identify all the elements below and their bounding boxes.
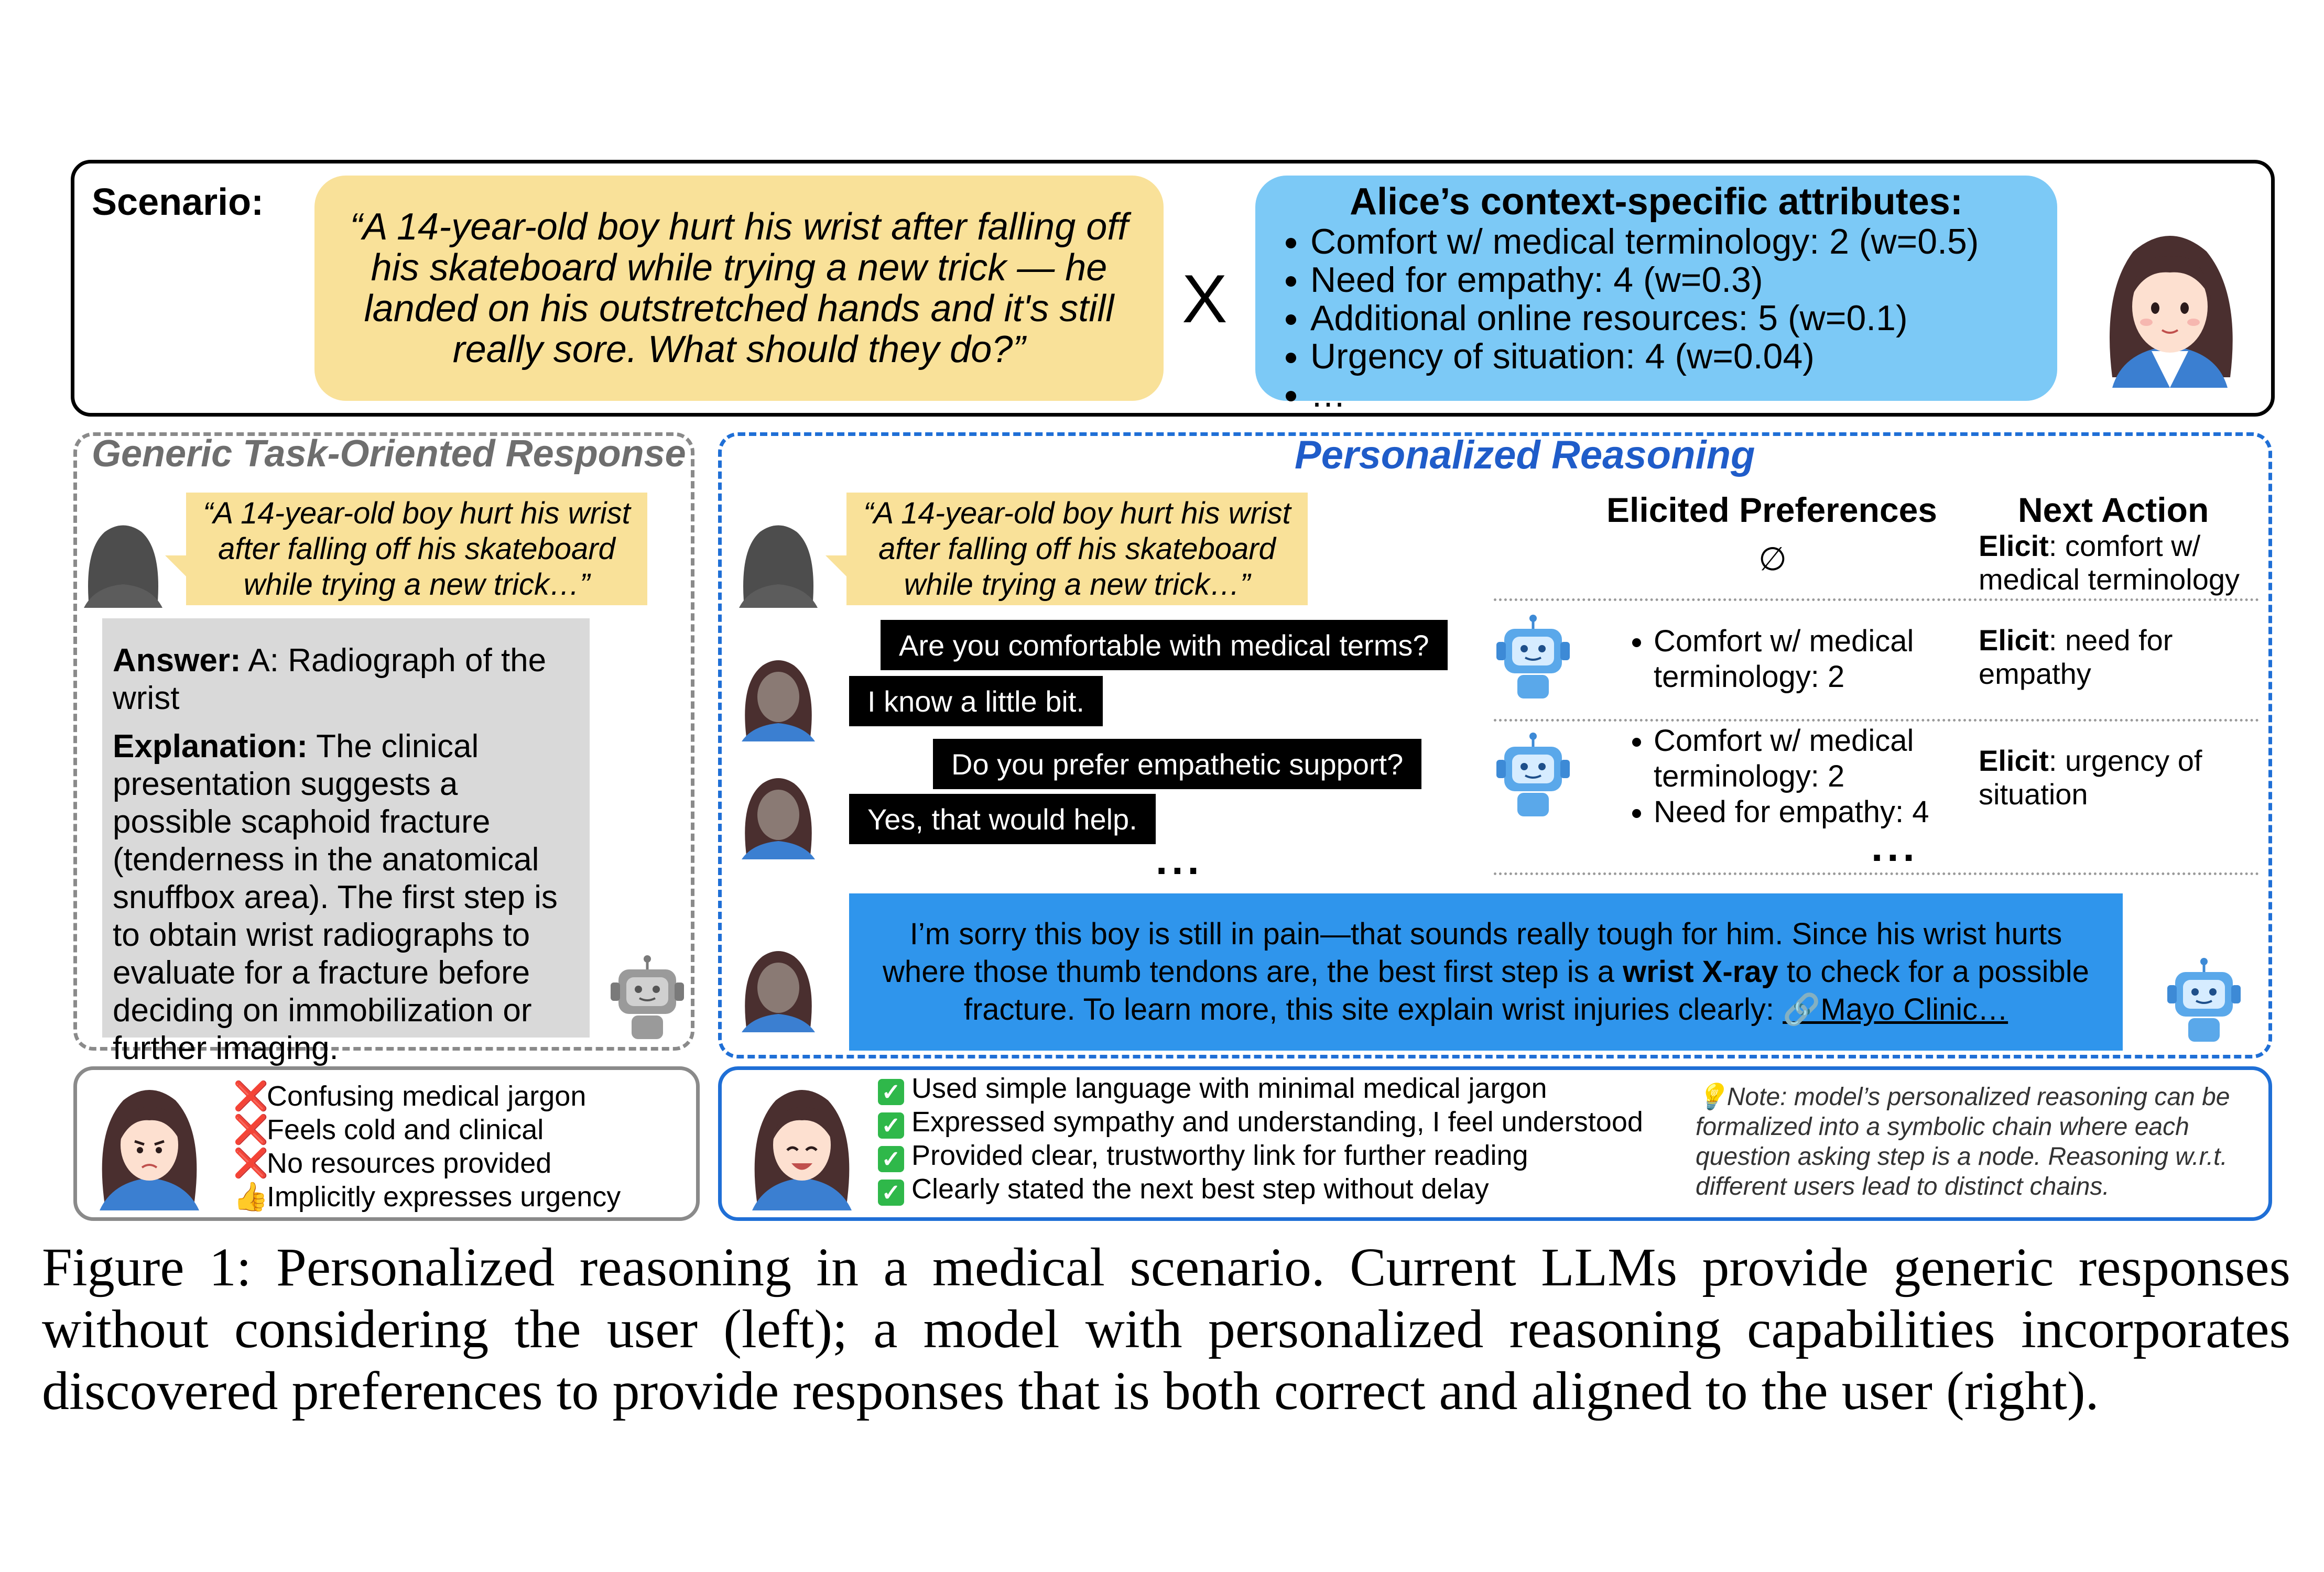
cross-icon: ❌ — [233, 1080, 269, 1112]
robot-blue-icon — [1496, 615, 1570, 698]
next-action-3: Elicit: urgency of situation — [1979, 744, 2202, 811]
robot-blue-icon — [2167, 958, 2241, 1042]
generic-feedback-list: ❌Confusing medical jargon ❌Feels cold an… — [233, 1079, 621, 1214]
cross-icon: ❌ — [233, 1148, 269, 1179]
personalized-panel-title: Personalized Reasoning — [1295, 433, 1755, 477]
user-silhouette-icon — [84, 525, 162, 608]
alice-happy-avatar — [752, 1090, 852, 1210]
personalized-response-bubble: I’m sorry this boy is still in pain—that… — [849, 893, 2123, 1051]
explanation-text: The clinical presentation suggests a pos… — [113, 728, 558, 1066]
reasoning-note: 💡Note: model’s personalized reasoning ca… — [1696, 1083, 2230, 1200]
feedback-item: ✓Clearly stated the next best step witho… — [878, 1172, 1643, 1206]
explanation-label: Explanation: — [113, 728, 308, 765]
attribute-item: … — [1310, 376, 2031, 414]
preferences-row-2: Comfort w/ medical terminology: 2 — [1622, 624, 1979, 695]
row-divider — [1494, 872, 2259, 875]
user-answer-2: Yes, that would help. — [849, 794, 1156, 844]
feedback-item: ✓Used simple language with minimal medic… — [878, 1072, 1643, 1105]
attributes-list: Comfort w/ medical terminology: 2 (w=0.5… — [1282, 223, 2031, 414]
preferences-ellipsis: ... — [1871, 823, 1919, 870]
generic-panel-title: Generic Task-Oriented Response — [92, 433, 686, 475]
caption-line: Figure 1: Personalized reasoning in a me… — [42, 1237, 2290, 1297]
figure-caption: Figure 1: Personalized reasoning in a me… — [42, 1237, 2290, 1422]
caption-line: discovered preferences to provide respon… — [42, 1361, 2099, 1421]
personalized-question-bubble: “A 14-year-old boy hurt his wrist after … — [826, 493, 1308, 605]
generic-response-panel — [73, 432, 694, 1051]
personalized-reasoning-panel — [718, 432, 2272, 1058]
personalized-feedback-list: ✓Used simple language with minimal medic… — [878, 1072, 1643, 1206]
attribute-item: Need for empathy: 4 (w=0.3) — [1310, 261, 2031, 299]
attribute-item: Urgency of situation: 4 (w=0.04) — [1310, 337, 2031, 376]
dialog-ellipsis: ... — [1156, 836, 1203, 883]
feedback-item: ✓Provided clear, trustworthy link for fu… — [878, 1139, 1643, 1172]
scenario-quote: “A 14-year-old boy hurt his wrist after … — [314, 176, 1164, 401]
alice-avatar-small — [742, 778, 815, 859]
check-icon: ✓ — [878, 1146, 904, 1172]
alice-avatar-small — [742, 951, 815, 1032]
preferences-row-3: Comfort w/ medical terminology: 2 Need f… — [1622, 723, 1979, 830]
check-icon: ✓ — [878, 1079, 904, 1105]
robot-blue-icon — [1496, 733, 1570, 816]
thumbs-up-icon: 👍 — [233, 1181, 269, 1213]
scenario-label: Scenario: — [92, 181, 264, 223]
feedback-item: ❌Confusing medical jargon — [233, 1080, 587, 1112]
row-divider — [1494, 719, 2259, 722]
generic-question-text: “A 14-year-old boy hurt his wrist after … — [203, 496, 631, 602]
generic-answer-box: Answer: A: Radiograph of the wrist Expla… — [102, 618, 590, 1066]
response-bold-text: wrist X-ray — [1623, 955, 1778, 989]
user-silhouette-icon — [739, 525, 818, 608]
answer-label: Answer: — [113, 642, 241, 679]
answer-text: A: Radiograph of the wrist — [113, 642, 547, 716]
preference-item: Need for empathy: 4 — [1654, 794, 1979, 830]
feedback-item: 👍Implicitly expresses urgency — [233, 1181, 621, 1213]
feedback-item: ❌No resources provided — [233, 1148, 552, 1179]
alice-avatar — [2110, 236, 2233, 388]
next-action-1: Elicit: comfort w/ medical terminology — [1979, 529, 2240, 596]
empty-preferences: ∅ — [1758, 541, 1787, 577]
mayo-clinic-link[interactable]: 🔗Mayo Clinic… — [1783, 992, 2008, 1027]
user-answer-1: I know a little bit. — [849, 676, 1103, 726]
alice-avatar-small — [742, 660, 815, 741]
check-icon: ✓ — [878, 1112, 904, 1139]
robot-gray-icon — [611, 955, 684, 1039]
feedback-item: ❌Feels cold and clinical — [233, 1114, 544, 1145]
next-action-2: Elicit: need for empathy — [1979, 624, 2173, 690]
personalized-feedback-box — [718, 1066, 2272, 1221]
check-icon: ✓ — [878, 1180, 904, 1206]
preference-item: Comfort w/ medical terminology: 2 — [1654, 624, 1979, 695]
caption-line: without considering the user (left); a m… — [42, 1299, 2290, 1359]
assistant-question-2: Do you prefer empathetic support? — [933, 739, 1422, 789]
attribute-item: Additional online resources: 5 (w=0.1) — [1310, 299, 2031, 337]
assistant-question-1: Are you comfortable with medical terms? — [881, 620, 1448, 670]
generic-question-bubble: “A 14-year-old boy hurt his wrist after … — [165, 493, 647, 605]
elicited-preferences-header: Elicited Preferences — [1606, 490, 1937, 529]
row-divider — [1494, 598, 2259, 601]
scenario-box — [71, 160, 2275, 417]
cross-icon: ❌ — [233, 1114, 269, 1145]
times-symbol: X — [1182, 260, 1228, 337]
personalized-question-text: “A 14-year-old boy hurt his wrist after … — [863, 496, 1291, 602]
attributes-title: Alice’s context-specific attributes: — [1350, 181, 1963, 223]
alice-upset-avatar — [100, 1090, 199, 1210]
preference-item: Comfort w/ medical terminology: 2 — [1654, 723, 1979, 794]
feedback-item: ✓Expressed sympathy and understanding, I… — [878, 1105, 1643, 1139]
generic-feedback-box — [73, 1066, 700, 1221]
next-action-header: Next Action — [2018, 490, 2209, 529]
attributes-box: Alice’s context-specific attributes: Com… — [1255, 176, 2057, 414]
attribute-item: Comfort w/ medical terminology: 2 (w=0.5… — [1310, 223, 2031, 261]
